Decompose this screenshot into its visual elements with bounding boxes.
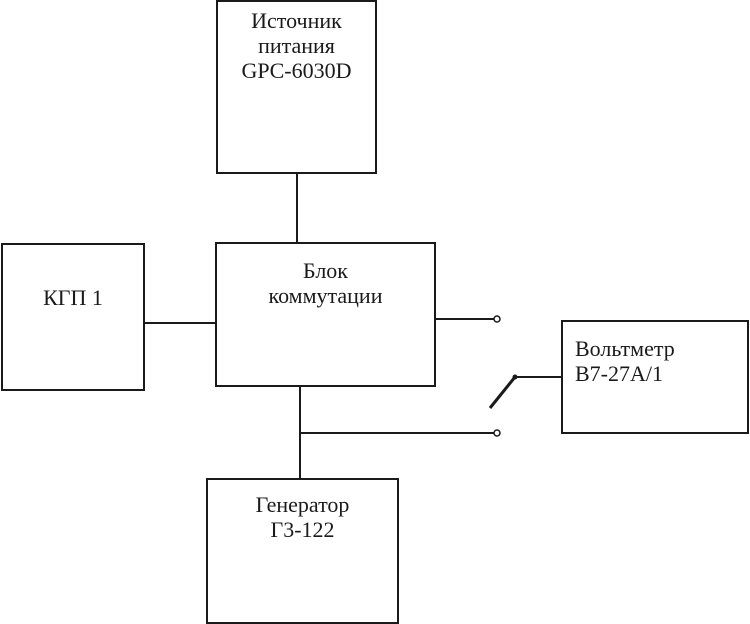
voltmeter-label: Вольтметр В7-27А/1	[561, 336, 749, 386]
upper-terminal	[493, 315, 501, 323]
voltmeter-block	[561, 320, 749, 434]
kgp-block	[1, 243, 145, 391]
voltmeter-line2: В7-27А/1	[575, 361, 663, 386]
switch-unit-label: Блок коммутации	[215, 258, 436, 308]
power-supply-block	[216, 0, 377, 174]
generator-line2: Г3-122	[270, 517, 335, 542]
kgp-line1: КГП 1	[43, 285, 103, 310]
power-supply-line2: питания	[258, 33, 335, 58]
power-supply-line1: Источник	[251, 8, 342, 33]
kgp-label: КГП 1	[1, 285, 145, 310]
switch-blade	[488, 376, 517, 409]
voltmeter-line1: Вольтметр	[575, 336, 675, 361]
switch-unit-line1: Блок	[302, 258, 348, 283]
lower-terminal	[493, 429, 501, 437]
power-supply-line3: GPC-6030D	[241, 58, 352, 83]
switch-unit-block	[215, 242, 436, 387]
generator-block	[206, 478, 399, 624]
power-supply-label: Источник питания GPC-6030D	[216, 8, 377, 83]
switch-unit-line2: коммутации	[268, 283, 383, 308]
generator-label: Генератор Г3-122	[206, 492, 399, 542]
generator-line1: Генератор	[255, 492, 350, 517]
switch-pivot	[512, 374, 518, 380]
